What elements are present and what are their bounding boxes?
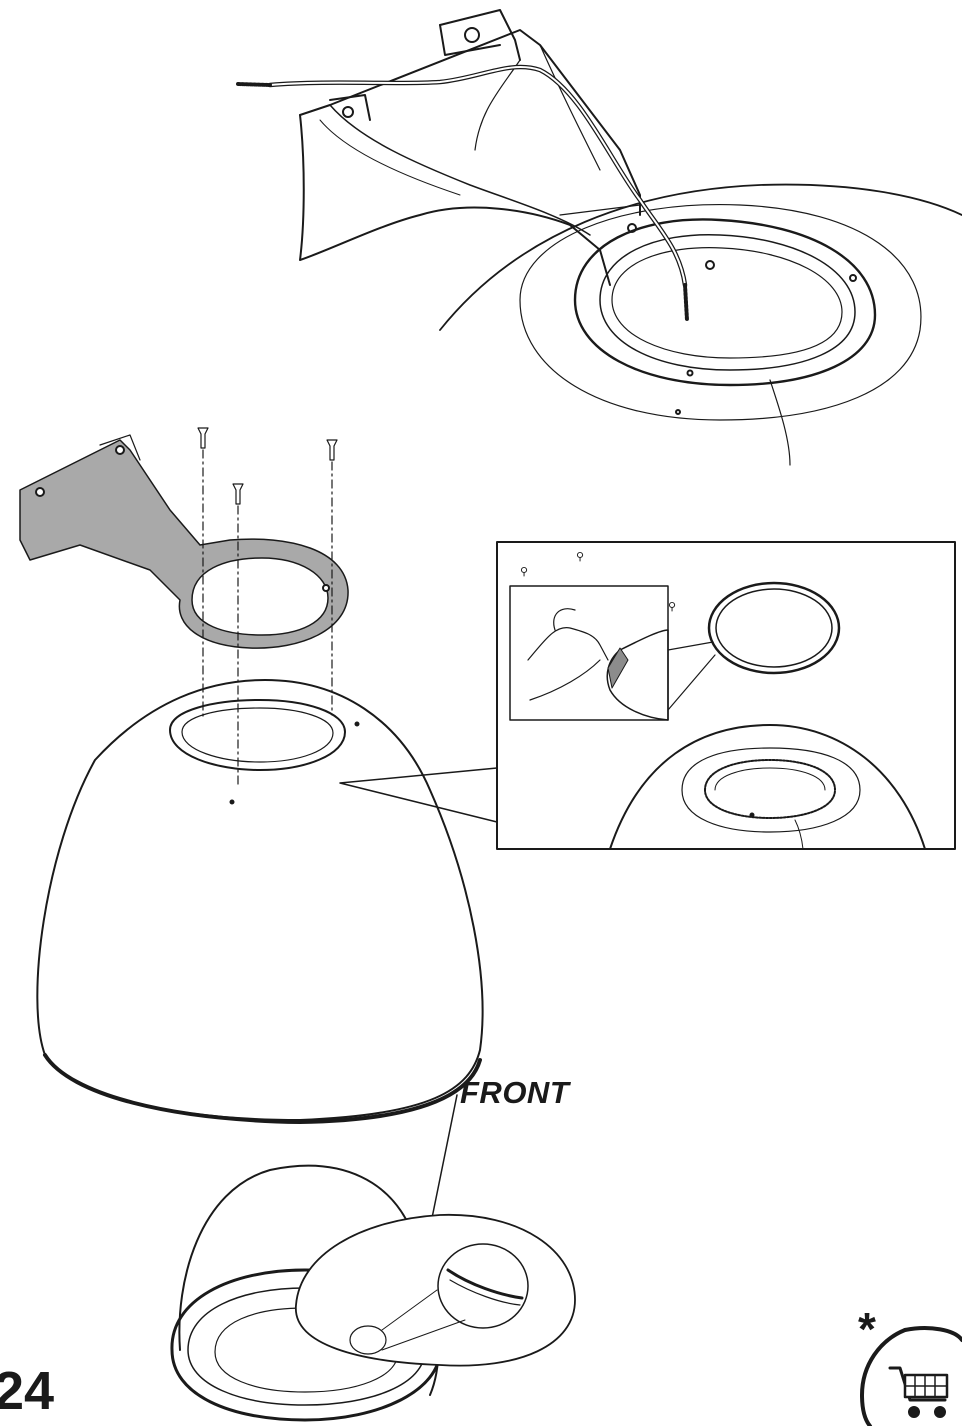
svg-text:⚲: ⚲ [668,600,676,613]
front-leader [431,1094,458,1219]
speaker-front-view [170,1164,576,1422]
svg-text:⚲: ⚲ [520,565,528,578]
bracket-exploded [19,434,349,649]
front-label: FRONT [460,1075,570,1110]
svg-text:⚲: ⚲ [576,550,584,563]
shopping-cart-icon [860,1326,962,1426]
callout-leader [339,767,498,823]
page-number: 24 [0,1361,55,1421]
screws [197,427,338,786]
speaker-dome [36,679,484,1124]
detail-inset: ⚲ ⚲ ⚲ [496,541,956,850]
asterisk-icon: * [858,1303,876,1355]
ceiling-bracket-mounted [236,9,962,466]
